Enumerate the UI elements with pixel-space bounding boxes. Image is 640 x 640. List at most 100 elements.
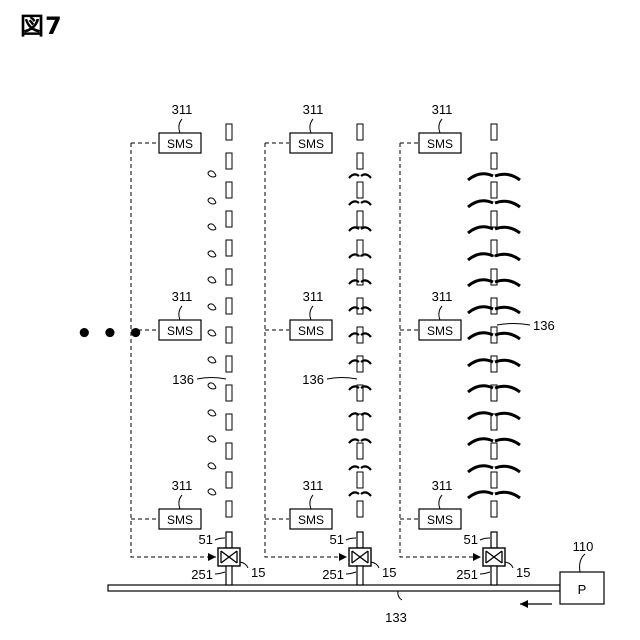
plant-label: 136 [533, 318, 555, 333]
sensor-unit-leader [310, 119, 313, 133]
mature-leaf-left [468, 201, 493, 207]
mature-leaf-right [495, 333, 520, 339]
valve-connector-label: 51 [199, 532, 213, 547]
sensor-unit-leader [310, 495, 313, 509]
seedling-plant [208, 304, 216, 310]
sprout-leaf-left [349, 466, 359, 470]
sensor-unit-leader [310, 306, 313, 320]
sms-box-label: SMS [427, 324, 453, 338]
valve-connector [226, 532, 232, 548]
pump-label: P [578, 582, 587, 597]
plant-label: 136 [172, 372, 194, 387]
mature-leaf-left [468, 227, 493, 233]
sprout-leaf-left [349, 492, 359, 496]
mature-leaf-left [468, 280, 493, 286]
column-3: SMS311SMS311SMS3115115251 [400, 102, 530, 585]
soil-sensor-probe [357, 124, 363, 140]
seedling-plant [208, 383, 216, 389]
column-1: SMS311SMS311SMS3115115251 [131, 102, 265, 585]
plant-leader [197, 378, 226, 380]
soil-sensor-probe [226, 327, 232, 343]
mature-leaf-right [495, 174, 520, 180]
mature-leaf-right [495, 307, 520, 313]
branch-pipe [491, 566, 497, 585]
seedling-plant [208, 277, 216, 283]
control-signal-arrowhead [208, 553, 216, 561]
seedling-plant [208, 330, 216, 336]
soil-sensor-probe [226, 501, 232, 517]
soil-sensor-probe [357, 298, 363, 314]
seedling-plant [208, 171, 216, 177]
sensor-unit-leader [179, 119, 182, 133]
branch-pipe-leader [215, 572, 225, 574]
sprout-leaf-left [349, 254, 359, 258]
soil-sensor-probe [357, 501, 363, 517]
plant-reference: 136 [302, 372, 357, 387]
sprout-leaf-left [349, 227, 359, 231]
main-pipe-label: 133 [385, 610, 407, 625]
control-signal-line [265, 143, 347, 557]
mature-leaf-left [468, 466, 493, 472]
soil-sensor-probe [357, 443, 363, 459]
control-signal-arrowhead [339, 553, 347, 561]
plant-leader [327, 378, 357, 380]
plant-label: 136 [302, 372, 324, 387]
mature-leaf-right [495, 492, 520, 498]
soil-sensor-probe [226, 153, 232, 169]
branch-pipe-leader [346, 572, 356, 574]
soil-sensor-probe [226, 182, 232, 198]
soil-sensor-probe [491, 124, 497, 140]
sensor-unit-label: 311 [172, 289, 193, 304]
soil-sensor-probe [491, 298, 497, 314]
sensor-unit-leader [439, 306, 442, 320]
valve-connector-label: 51 [464, 532, 478, 547]
sensor-unit-leader [179, 306, 182, 320]
valve-label: 15 [516, 565, 530, 580]
mature-leaf-left [468, 360, 493, 366]
sms-box-label: SMS [298, 324, 324, 338]
valve-label: 15 [251, 565, 265, 580]
sprout-leaf-right [361, 254, 371, 258]
sprout-leaf-left [349, 439, 359, 443]
mature-leaf-left [468, 307, 493, 313]
sms-box-label: SMS [427, 137, 453, 151]
soil-sensor-probe [491, 501, 497, 517]
valve-connector-label: 51 [330, 532, 344, 547]
sensor-unit-leader [439, 119, 442, 133]
valve-connector-leader [480, 538, 490, 540]
sms-box-label: SMS [298, 513, 324, 527]
column-2: SMS311SMS311SMS3115115251 [265, 102, 396, 585]
main-pipe-leader [398, 591, 402, 600]
mature-leaf-left [468, 333, 493, 339]
mature-leaf-right [495, 360, 520, 366]
flow-arrow-head [520, 600, 528, 608]
valve-connector-leader [346, 538, 356, 540]
mature-leaf-right [495, 201, 520, 207]
sprout-leaf-right [361, 466, 371, 470]
plant-leader [497, 324, 530, 326]
valve-leader [505, 562, 513, 568]
sensor-unit-label: 311 [432, 289, 453, 304]
sensor-unit-label: 311 [172, 102, 193, 117]
soil-sensor-probe [357, 356, 363, 372]
plant-reference: 136 [497, 318, 555, 333]
seedling-plant [208, 436, 216, 442]
main-pipe: 133 [108, 585, 560, 625]
mature-leaf-left [468, 174, 493, 180]
sensor-unit-label: 311 [303, 289, 324, 304]
soil-sensor-probe [491, 182, 497, 198]
sprout-leaf-left [349, 174, 359, 178]
soil-sensor-probe [226, 269, 232, 285]
pump: P110 [520, 539, 604, 608]
mature-leaf-left [468, 492, 493, 498]
mature-leaf-left [468, 386, 493, 392]
seedling-plant [208, 357, 216, 363]
valve-connector [491, 532, 497, 548]
sms-box-label: SMS [427, 513, 453, 527]
main-pipe-body [108, 585, 560, 591]
sensor-unit-label: 311 [432, 478, 453, 493]
soil-sensor-probe [357, 211, 363, 227]
soil-sensor-probe [491, 414, 497, 430]
soil-sensor-probe [226, 356, 232, 372]
